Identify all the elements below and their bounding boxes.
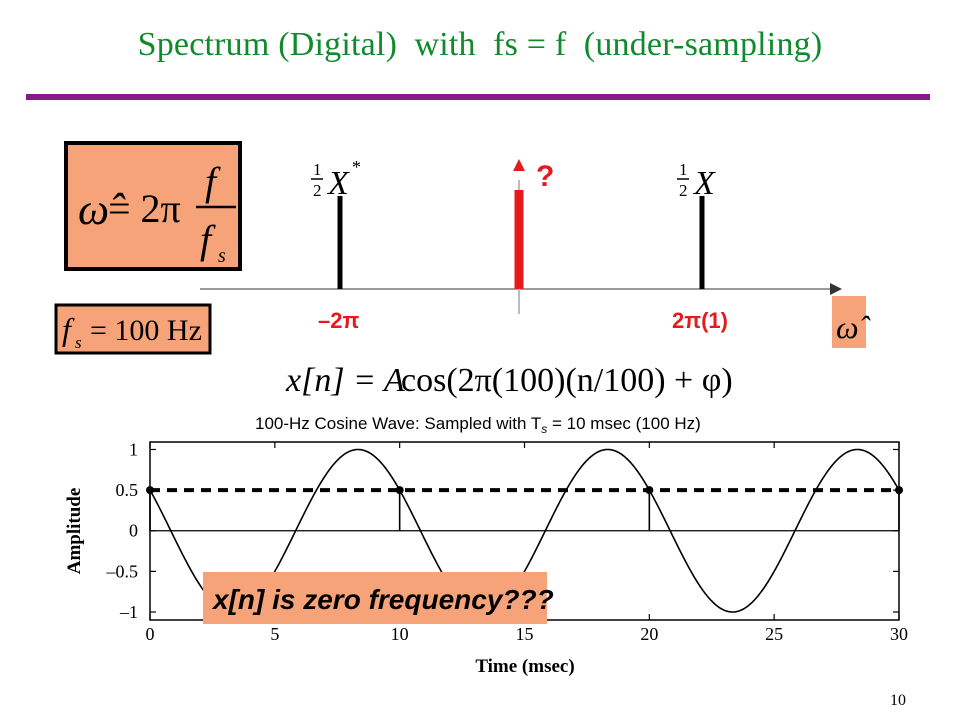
right-tick-label: 2π(1) bbox=[672, 308, 728, 333]
y-tick-label: –1 bbox=[119, 602, 138, 622]
formula-denominator-sub: s bbox=[218, 245, 226, 267]
signal-equation: x[n] = A cos(2π(100)(n/100) + φ) bbox=[285, 362, 733, 399]
left-coef-num: 1 bbox=[313, 160, 322, 179]
fs-subscript: s bbox=[75, 333, 82, 352]
x-tick-label: 10 bbox=[391, 624, 409, 644]
y-tick-label: 0 bbox=[129, 521, 138, 541]
x-tick-label: 15 bbox=[516, 624, 534, 644]
omega-axis-box bbox=[832, 296, 866, 348]
formula-eq: = 2π bbox=[108, 186, 181, 231]
spectrum-plot: 1 2 X * –2π ? 1 2 X 2π(1) ω̂ bbox=[200, 157, 871, 348]
y-tick-label: –0.5 bbox=[106, 561, 139, 581]
annotation-text: x[n] is zero frequency??? bbox=[211, 584, 554, 615]
right-coef-num: 1 bbox=[679, 160, 688, 179]
y-axis-label: Amplitude bbox=[64, 488, 85, 575]
axis-arrow-icon bbox=[830, 283, 842, 295]
sampling-rate-box: f s = 100 Hz bbox=[54, 303, 212, 355]
y-tick-label: 1 bbox=[129, 439, 138, 459]
left-coef-den: 2 bbox=[313, 181, 322, 200]
y-tick-label: 0.5 bbox=[116, 480, 139, 500]
left-stem-sup: * bbox=[352, 157, 361, 177]
x-tick-label: 0 bbox=[146, 624, 155, 644]
left-tick-label: –2π bbox=[318, 308, 359, 333]
left-stem-label: X bbox=[326, 165, 350, 202]
x-tick-label: 25 bbox=[765, 624, 783, 644]
annotation-box bbox=[203, 572, 547, 624]
x-tick-label: 20 bbox=[640, 624, 658, 644]
question-mark: ? bbox=[536, 160, 554, 193]
slide-title: Spectrum (Digital) with fs = f (under-sa… bbox=[137, 26, 823, 63]
fs-value: = 100 Hz bbox=[90, 314, 202, 347]
stem-arrow-icon bbox=[513, 159, 525, 171]
chart-title: 100-Hz Cosine Wave: Sampled with Ts = 10… bbox=[255, 414, 701, 436]
right-stem-label: X bbox=[692, 165, 716, 202]
title-divider bbox=[26, 94, 930, 100]
x-tick-label: 30 bbox=[890, 624, 908, 644]
page-number: 10 bbox=[890, 692, 906, 709]
sample-point bbox=[146, 486, 154, 495]
equation-lhs: x[n] = A bbox=[285, 362, 405, 399]
sample-point bbox=[645, 486, 654, 495]
right-coef-den: 2 bbox=[679, 181, 688, 200]
sample-point bbox=[395, 486, 404, 495]
cosine-series-line bbox=[149, 448, 900, 613]
formula-box: ω̂ = 2π f f s bbox=[64, 141, 242, 271]
cosine-chart: 100-Hz Cosine Wave: Sampled with Ts = 10… bbox=[64, 414, 908, 677]
equation-rhs: cos(2π(100)(n/100) + φ) bbox=[401, 362, 733, 399]
x-axis-label: Time (msec) bbox=[475, 656, 574, 677]
x-tick-label: 5 bbox=[270, 624, 279, 644]
sample-point bbox=[895, 486, 903, 495]
